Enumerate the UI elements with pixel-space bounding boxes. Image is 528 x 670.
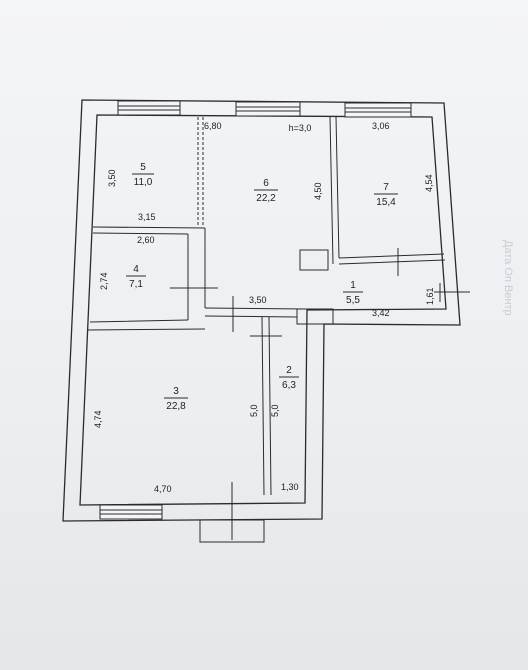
- window-top-right: [344, 102, 412, 118]
- room-4: 4 7,1: [126, 264, 146, 290]
- room-1-number: 1: [350, 280, 356, 291]
- room-2: 2 6,3: [279, 365, 299, 391]
- dim-4-50: 4,50: [313, 182, 323, 200]
- dim-1-61: 1,61: [425, 287, 435, 305]
- room-2-area: 6,3: [282, 380, 296, 391]
- room-6-number: 6: [263, 178, 269, 189]
- room-7: 7 15,4: [374, 182, 398, 208]
- window-bottom: [99, 504, 163, 520]
- window-top-left: [117, 100, 181, 116]
- dimension-labels: 6,80 3,06 3,50 4,50 4,54 3,15 2,60 2,74 …: [93, 121, 435, 494]
- dim-4-74: 4,74: [93, 410, 103, 428]
- room-4-number: 4: [133, 264, 139, 275]
- interior-walls: [87, 116, 446, 496]
- dim-4-54: 4,54: [424, 174, 434, 192]
- room-6: 6 22,2: [254, 178, 278, 204]
- room-1: 1 5,5: [343, 280, 363, 306]
- dim-5-0-left: 5,0: [249, 404, 259, 417]
- ceiling-height-label: h=3,0: [289, 123, 312, 133]
- outer-wall: [62, 99, 461, 522]
- room-4-area: 7,1: [129, 279, 143, 290]
- dim-2-60: 2,60: [137, 235, 155, 245]
- dim-4-70: 4,70: [154, 484, 172, 494]
- dim-3-06: 3,06: [372, 121, 390, 131]
- room-3: 3 22,8: [164, 386, 188, 412]
- dim-3-50-horizontal: 3,50: [249, 295, 267, 305]
- room-7-area: 15,4: [376, 197, 396, 208]
- door-marks: [170, 248, 470, 337]
- dim-2-74: 2,74: [99, 272, 109, 290]
- dim-3-42: 3,42: [372, 308, 390, 318]
- room-6-area: 22,2: [256, 193, 276, 204]
- room-5-area: 11,0: [134, 177, 153, 188]
- room-1-area: 5,5: [346, 295, 360, 306]
- entrance-porch: [199, 482, 265, 543]
- dim-3-15: 3,15: [138, 212, 156, 222]
- dim-6-80: 6,80: [204, 121, 222, 131]
- dim-3-50-vertical: 3,50: [107, 169, 117, 187]
- room-3-area: 22,8: [166, 401, 186, 412]
- room-3-number: 3: [173, 386, 179, 397]
- room-7-number: 7: [383, 182, 389, 193]
- dim-5-0-right: 5,0: [270, 404, 280, 417]
- room-5-number: 5: [140, 162, 146, 173]
- room-2-number: 2: [286, 365, 292, 376]
- window-top-middle: [235, 101, 301, 117]
- watermark-text: Дата Оп Вентр: [502, 240, 514, 316]
- room-5: 5 11,0: [132, 162, 154, 188]
- dim-1-30: 1,30: [281, 482, 299, 492]
